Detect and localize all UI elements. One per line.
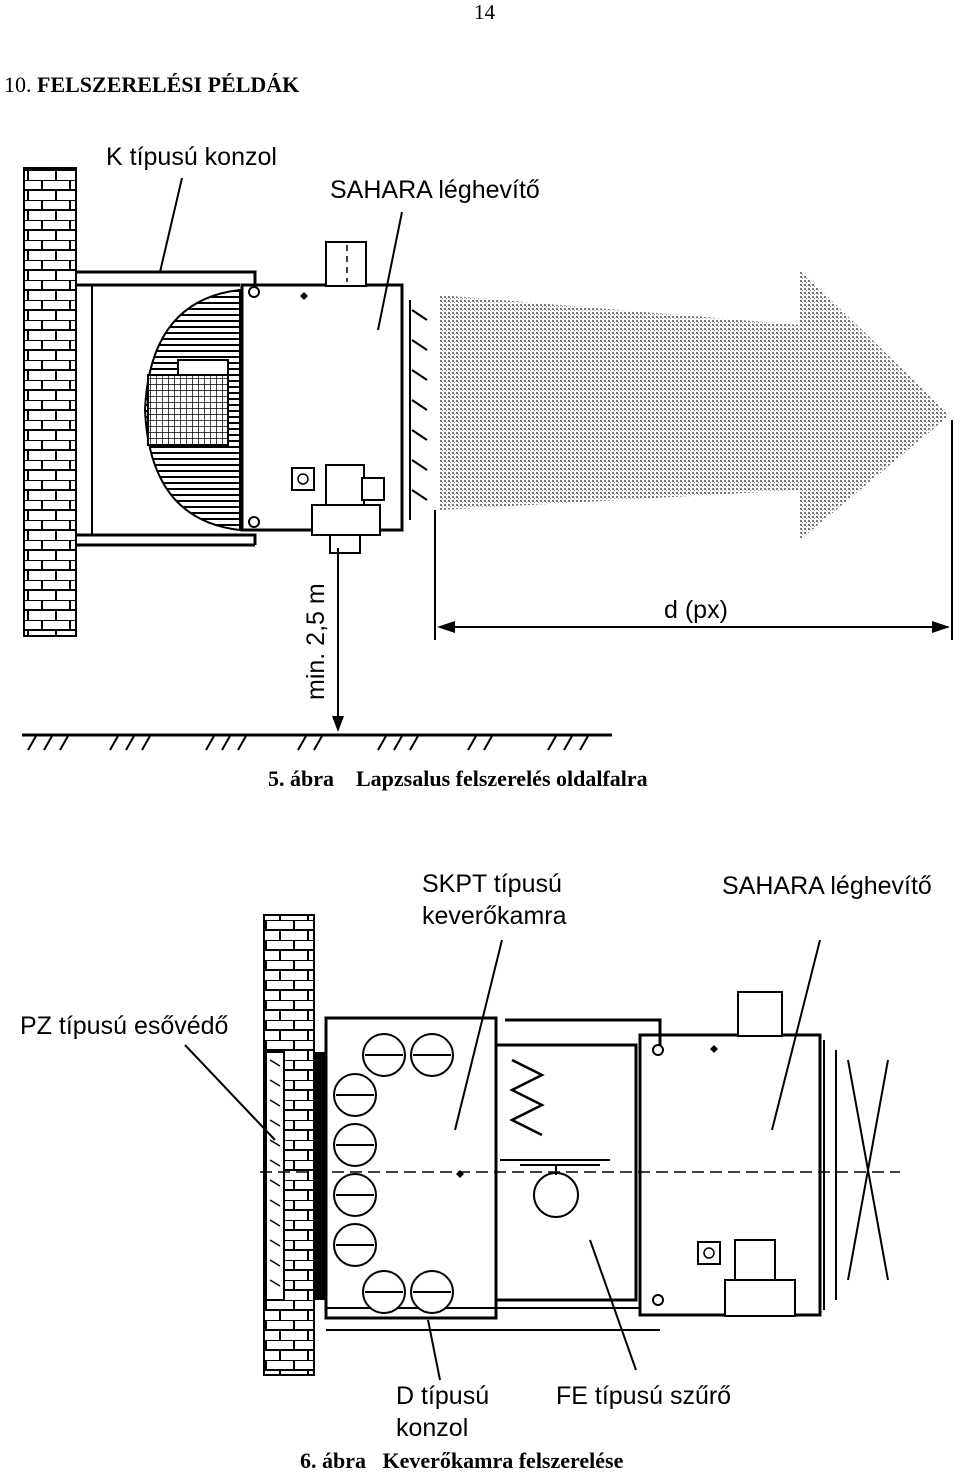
mixing-chamber [324, 1016, 498, 1320]
label-k-bracket: K típusú konzol [106, 143, 277, 171]
figure-6-caption: 6. ábra Keverőkamra felszerelése [300, 1448, 623, 1474]
rain-guard [265, 1051, 285, 1301]
label-distance: d (px) [664, 596, 728, 624]
figure-5-title: Lapzsalus felszerelés oldalfalra [356, 766, 648, 791]
figure-5-drawing [22, 167, 953, 751]
label-mixing-chamber-2: keverőkamra [422, 902, 567, 930]
brick-wall [23, 167, 77, 637]
figure-5-caption: 5. ábra Lapzsalus felszerelés oldalfalra [268, 766, 648, 792]
label-fe-filter: FE típusú szűrő [556, 1382, 732, 1410]
figure-6-title: Keverőkamra felszerelése [382, 1448, 624, 1473]
figure-6-number: 6. ábra [300, 1448, 366, 1473]
label-mixing-chamber-1: SKPT típusú [422, 870, 562, 898]
page-number: 14 [474, 0, 495, 24]
brick-wall-2 [263, 914, 315, 1376]
damper-blades [333, 1033, 454, 1314]
air-flow-arrow [440, 270, 950, 540]
filter-section [494, 1043, 638, 1302]
heater-top-vent [325, 241, 367, 287]
figure-5: K típusú konzol SAHARA léghevítő min. 2,… [22, 143, 953, 792]
label-rain-guard: PZ típusú esővédő [20, 1012, 229, 1040]
label-d-bracket-2: konzol [396, 1414, 469, 1442]
fan-motor [147, 374, 229, 446]
figure-5-number: 5. ábra [268, 766, 334, 791]
louvre-blades [401, 290, 428, 525]
label-sahara-heater-2: SAHARA léghevítő [722, 872, 932, 900]
label-sahara-heater: SAHARA léghevítő [330, 176, 540, 204]
label-d-bracket-1: D típusú [396, 1382, 490, 1410]
section-number: 10. [4, 72, 32, 97]
section-title: FELSZERELÉSI PÉLDÁK [37, 72, 300, 97]
section-heading: 10. FELSZERELÉSI PÉLDÁK [4, 72, 299, 98]
heater-body-2 [638, 1033, 822, 1317]
